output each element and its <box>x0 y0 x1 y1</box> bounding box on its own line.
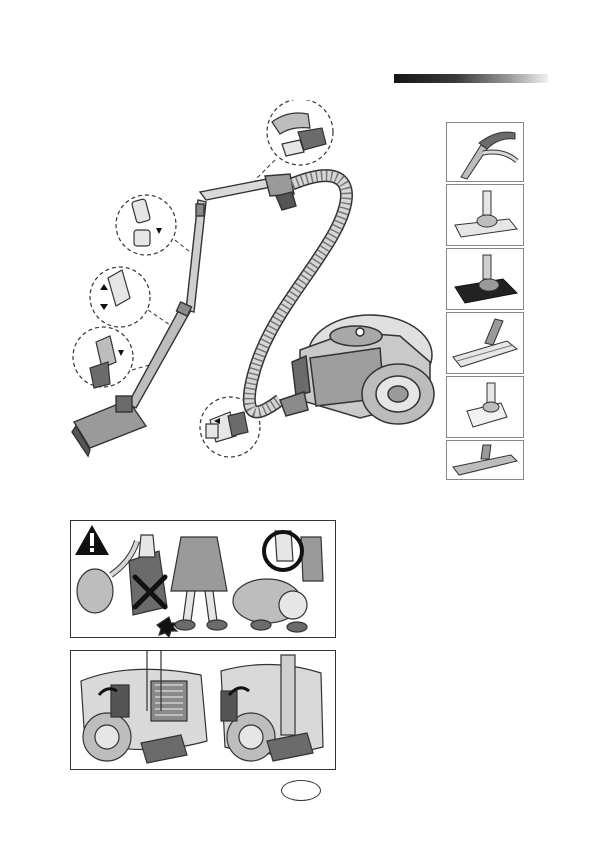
prohibited-x-icon <box>132 574 168 610</box>
warning-illustration <box>75 525 324 637</box>
accessory-mini-turbo <box>446 376 524 438</box>
warning-panel <box>70 520 336 638</box>
turbo-brush-icon <box>454 254 519 304</box>
vacuum-assembly-illustration <box>60 100 440 480</box>
crevice-handle-icon <box>460 131 519 180</box>
rotate-arrow-icon <box>97 687 118 696</box>
mini-turbo-icon <box>466 382 508 428</box>
floor-brush-icon <box>454 190 518 238</box>
header-gradient-bar <box>394 74 548 83</box>
accessory-turbo-brush <box>446 248 524 310</box>
page-number-oval <box>281 780 321 801</box>
accessory-floor-brush <box>446 184 524 246</box>
accessory-wide-floor-tool <box>446 440 524 480</box>
accessory-parquet-brush <box>446 312 524 374</box>
rotate-arrow-icon-right <box>227 686 250 696</box>
vacuum-assembly-svg <box>71 100 435 458</box>
parquet-brush-icon <box>452 318 519 368</box>
warning-triangle-icon <box>75 525 109 555</box>
storage-illustration <box>80 651 324 764</box>
accessory-crevice-handle <box>446 122 524 182</box>
storage-panel <box>70 650 336 770</box>
wide-floor-tool-icon <box>452 444 518 476</box>
correct-handle-circle-icon <box>262 530 304 572</box>
